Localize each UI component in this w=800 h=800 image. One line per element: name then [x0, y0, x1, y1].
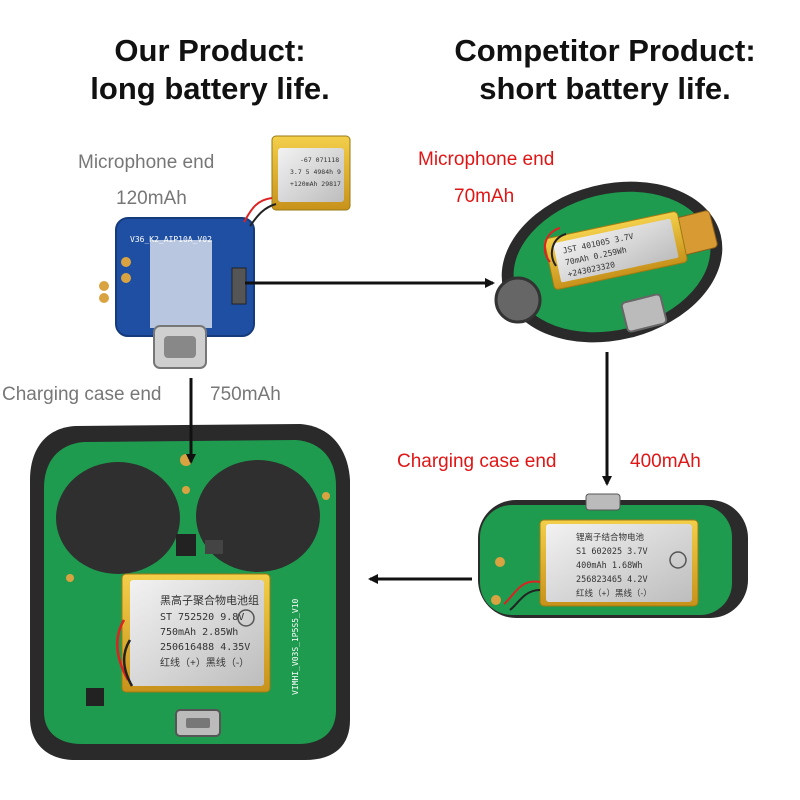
our-case-battery-line1: 黑高子聚合物电池组: [160, 593, 259, 607]
competitor-mic-device: JST 401005 3.7V 70mAh 0.259Wh +243023320: [494, 181, 723, 343]
competitor-case-battery-line1: 锂离子结合物电池: [576, 532, 645, 542]
our-product-title: Our Product: long battery life.: [40, 32, 380, 108]
competitor-case-battery-line2: S1 602025 3.7V: [576, 547, 648, 557]
competitor-mic-label: Microphone end: [418, 149, 555, 170]
competitor-mic-capacity: 70mAh: [454, 186, 515, 207]
our-mic-board: V36_K2_AIP10A_V02: [99, 217, 255, 369]
competitor-case-battery-line5: 红线（+）黑线（-）: [576, 588, 652, 598]
our-case-battery-line5: 红线（+）黑线（-）: [160, 656, 249, 669]
competitor-case-device: 锂离子结合物电池 S1 602025 3.7V 400mAh 1.68Wh 25…: [478, 493, 748, 618]
our-mic-label: Microphone end: [78, 152, 215, 173]
competitor-case-battery-line3: 400mAh 1.68Wh: [576, 561, 643, 571]
our-mic-battery: -67 071118 3.7 5 4984h 9 +120mAh 29817: [243, 135, 351, 227]
competitor-product-title: Competitor Product: short battery life.: [425, 32, 785, 108]
our-case-device: VIMHI_V03S_1P5S5_V10 黑高子聚合物电池组 ST 752520…: [30, 424, 350, 760]
competitor-case-capacity: 400mAh: [630, 451, 701, 472]
our-case-battery-line4: 250616488 4.35V: [160, 642, 250, 653]
competitor-title-line1: Competitor Product:: [454, 33, 756, 68]
our-case-pcb-text: VIMHI_V03S_1P5S5_V10: [291, 598, 300, 695]
our-case-capacity: 750mAh: [210, 384, 281, 405]
our-mic-pcb-text: V36_K2_AIP10A_V02: [130, 235, 212, 244]
our-mic-battery-line1: -67 071118: [300, 156, 339, 164]
our-case-battery-line2: ST 752520 9.8V: [160, 612, 244, 623]
competitor-case-label: Charging case end: [397, 451, 557, 472]
competitor-title-line2: short battery life.: [479, 71, 731, 106]
our-mic-battery-line2: 3.7 5 4984h 9: [290, 168, 341, 176]
our-mic-capacity: 120mAh: [116, 188, 187, 209]
our-product-title-line1: Our Product:: [114, 33, 306, 68]
our-mic-battery-line3: +120mAh 29817: [290, 180, 341, 188]
our-case-battery-line3: 750mAh 2.85Wh: [160, 627, 238, 638]
our-product-title-line2: long battery life.: [90, 71, 330, 106]
competitor-case-battery-line4: 256823465 4.2V: [576, 575, 648, 585]
our-case-label: Charging case end: [2, 384, 162, 405]
